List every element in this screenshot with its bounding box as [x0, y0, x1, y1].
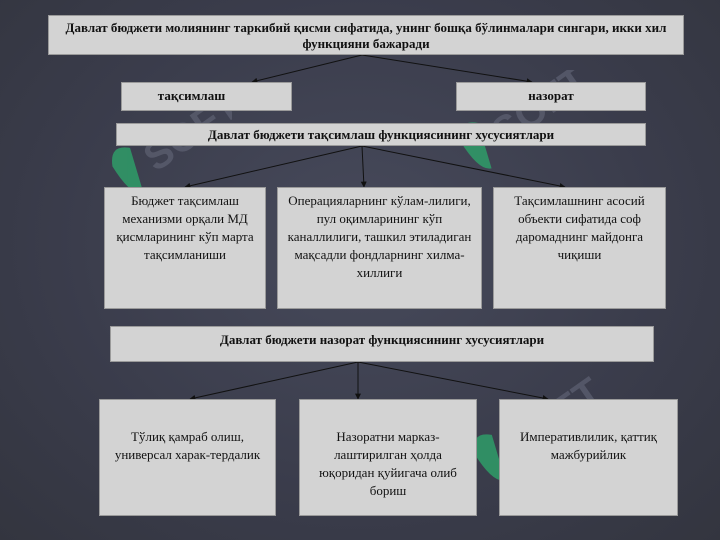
distribution-feature-2: Операцияларнинг кўлам-лилиги, пул оқимла… [277, 187, 482, 309]
control-features-heading: Давлат бюджети назорат функциясининг хус… [110, 326, 654, 362]
distribution-feature-1: Бюджет тақсимлаш механизми орқали МД қис… [104, 187, 266, 309]
diagram-title: Давлат бюджети молиянинг таркибий қисми … [48, 15, 684, 55]
control-feature-2: Назоратни марказ-лаштирилган ҳолда юқори… [299, 399, 477, 516]
distribution-features-heading: Давлат бюджети тақсимлаш функциясининг х… [116, 123, 646, 146]
distribution-function-box: тақсимлаш [121, 82, 292, 111]
control-feature-1: Тўлиқ қамраб олиш, универсал харак-терда… [99, 399, 276, 516]
control-feature-3: Императивлилик, қаттиқ мажбурийлик [499, 399, 678, 516]
control-function-box: назорат [456, 82, 646, 111]
distribution-feature-3: Тақсимлашнинг асосий объекти сифатида со… [493, 187, 666, 309]
